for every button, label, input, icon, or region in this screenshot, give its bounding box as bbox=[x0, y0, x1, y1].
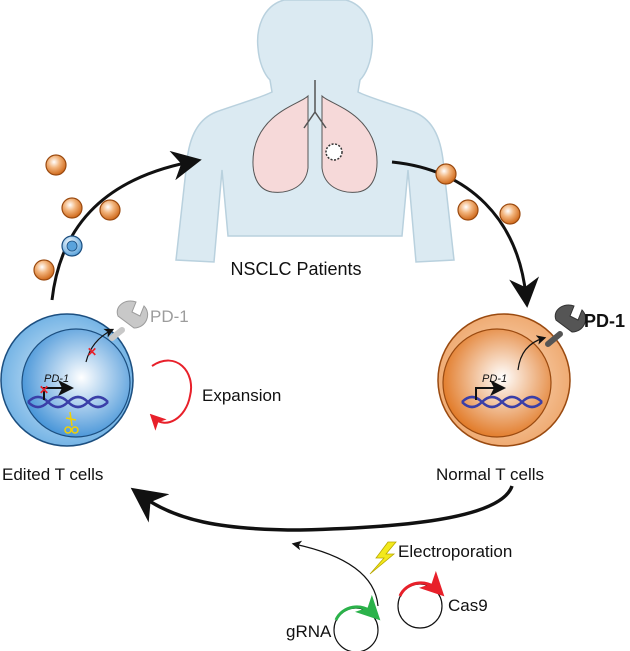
lungs bbox=[252, 80, 378, 193]
delivery-arrow bbox=[291, 540, 379, 607]
return-arrow bbox=[130, 485, 514, 532]
expansion-arrow bbox=[149, 359, 193, 431]
pd1-gene-label-edited: PD-1 bbox=[44, 373, 69, 385]
tumor-icon bbox=[325, 143, 343, 161]
dna-helix bbox=[27, 395, 109, 409]
edited-cells-label: Edited T cells bbox=[2, 465, 103, 484]
expression-arrow-edited bbox=[85, 328, 115, 363]
promoter-arrow bbox=[475, 380, 506, 400]
pd1-label-normal: PD-1 bbox=[584, 311, 625, 331]
edited-t-cell: PD-1 ✕ ✕ bbox=[0, 313, 134, 447]
knockout-x-icon: ✕ bbox=[39, 383, 49, 397]
cas9-label: Cas9 bbox=[448, 596, 488, 615]
electroporation-label: Electroporation bbox=[398, 542, 512, 561]
t-cell-particles bbox=[33, 154, 521, 281]
normal-t-cell: PD-1 bbox=[437, 313, 571, 447]
pd1-receptor-normal-icon bbox=[545, 304, 587, 347]
pd1-label-edited: PD-1 bbox=[150, 307, 189, 326]
grna-label: gRNA bbox=[286, 622, 332, 641]
expansion-label: Expansion bbox=[202, 386, 281, 405]
scissors-icon bbox=[64, 411, 79, 434]
collection-arrow bbox=[391, 160, 540, 308]
grna-plasmid bbox=[333, 594, 381, 651]
lightning-bolt-icon bbox=[369, 541, 397, 575]
normal-cells-label: Normal T cells bbox=[436, 465, 544, 484]
expression-arrow-normal bbox=[517, 335, 547, 371]
knockout-x-icon: ✕ bbox=[87, 345, 97, 359]
cas9-plasmid bbox=[397, 570, 445, 629]
pd1-gene-label-normal: PD-1 bbox=[482, 373, 507, 385]
promoter-arrow bbox=[43, 380, 74, 400]
infusion-arrow bbox=[50, 150, 202, 301]
pd1-receptor-edited-icon bbox=[109, 300, 149, 341]
patients-label: NSCLC Patients bbox=[230, 259, 361, 279]
patient-silhouette bbox=[175, 0, 455, 263]
